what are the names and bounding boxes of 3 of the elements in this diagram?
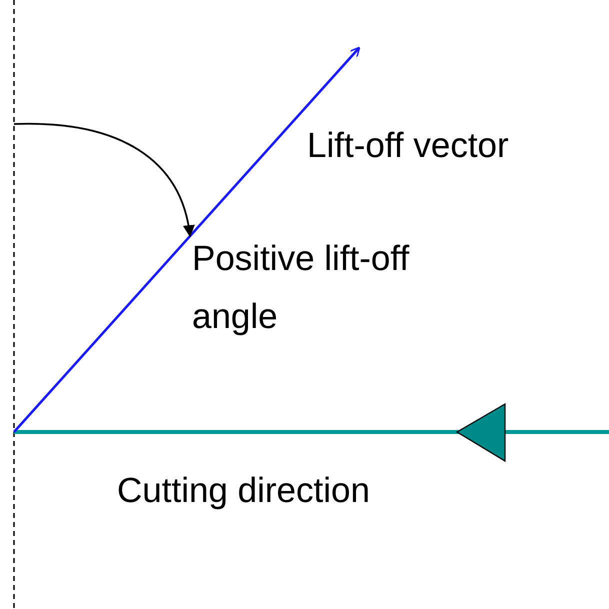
text-label: Cutting direction — [117, 470, 370, 512]
text-label: Lift-off vector — [307, 125, 509, 167]
text-label: Positive lift-off angle — [192, 238, 410, 338]
